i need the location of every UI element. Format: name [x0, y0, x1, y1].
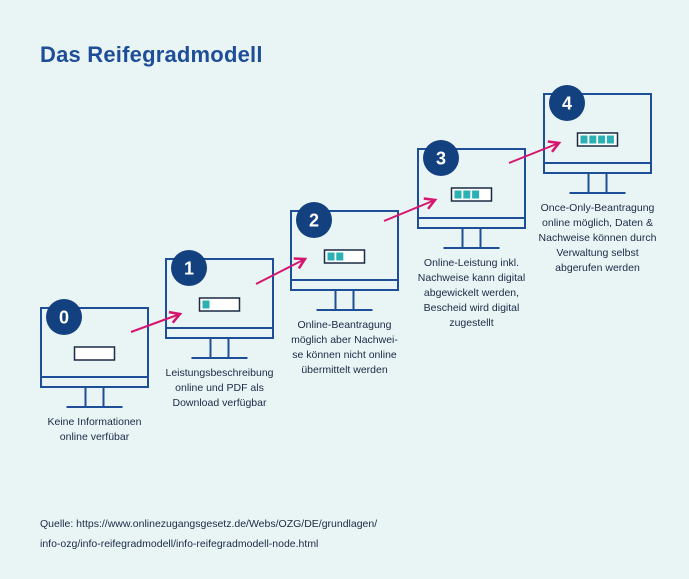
step-number: 2: [309, 211, 319, 231]
step-description-0: Keine Informationen online verfübar: [30, 415, 160, 445]
description-line: Download verfügbar: [172, 397, 267, 409]
description-line: möglich aber Nachwei-: [291, 334, 398, 346]
monitor-step-3: 3: [417, 140, 526, 249]
description-line: Online-Beantragung: [297, 319, 392, 331]
progress-segment: [580, 135, 588, 144]
step-number: 1: [184, 259, 194, 279]
monitor-screen: [417, 148, 526, 229]
step-number: 0: [59, 308, 69, 328]
description-line: abgerufen werden: [555, 262, 640, 274]
description-line: Keine Informationen: [47, 416, 142, 428]
progress-arrow: [508, 140, 562, 164]
step-badge: [171, 250, 207, 286]
description-line: online möglich, Daten &: [542, 217, 653, 229]
monitor-screen: [40, 307, 149, 388]
description-line: Once-Only-Beantragung: [540, 202, 655, 214]
progress-segment: [463, 190, 471, 199]
description-line: Nachweise können durch: [538, 232, 657, 244]
step-description-3: Online-Leistung inkl. Nachweise kann digi…: [407, 256, 537, 331]
description-line: online und PDF als: [175, 382, 264, 394]
description-line: Leistungsbeschreibung: [165, 367, 274, 379]
progress-arrow: [383, 197, 438, 222]
step-badge: [549, 85, 585, 121]
monitor-screen: [543, 93, 652, 174]
source-text: Quelle: https://www.onlinezugangsgesetz.…: [40, 514, 377, 554]
monitor-step-4: 4: [543, 85, 652, 194]
step-description-4: Once-Only-Beantragung online möglich, Dat…: [533, 201, 663, 276]
monitor-step-0: 0: [40, 299, 149, 408]
source-line-2: info-ozg/info-reifegradmodell/info-reife…: [40, 538, 319, 550]
step-badge: [423, 140, 459, 176]
description-line: online verfübar: [59, 431, 130, 443]
monitor-step-1: 1: [165, 250, 274, 359]
description-line: zugestellt: [449, 317, 494, 329]
progress-arrow: [255, 257, 308, 285]
page-title: Das Reifegradmodell: [40, 42, 263, 67]
step-number: 4: [562, 94, 572, 114]
description-line: übermittelt werden: [301, 364, 388, 376]
step-badge: [296, 202, 332, 238]
monitor-step-2: 2: [290, 202, 399, 311]
step-description-2: Online-Beantragung möglich aber Nachwei-s…: [280, 318, 410, 378]
progress-segment: [454, 190, 462, 199]
monitor-screen: [290, 210, 399, 291]
source-line-1: Quelle: https://www.onlinezugangsgesetz.…: [40, 518, 378, 530]
step-badge: [46, 299, 82, 335]
progress-segment: [472, 190, 480, 199]
monitor-screen: [165, 258, 274, 339]
progress-bar-frame: [73, 346, 116, 361]
description-line: se können nicht online: [292, 349, 397, 361]
description-line: Online-Leistung inkl.: [423, 257, 520, 269]
progress-segment: [202, 300, 210, 309]
progress-segment: [336, 252, 344, 261]
description-line: Bescheid wird digital: [423, 302, 520, 314]
progress-segment: [598, 135, 606, 144]
progress-segment: [606, 135, 614, 144]
progress-segment: [589, 135, 597, 144]
step-number: 3: [436, 149, 446, 169]
progress-arrow: [130, 310, 183, 333]
description-line: abgewickelt werden,: [423, 287, 520, 299]
progress-segment: [327, 252, 335, 261]
description-line: Verwaltung selbst: [556, 247, 639, 259]
description-line: Nachweise kann digital: [417, 272, 526, 284]
